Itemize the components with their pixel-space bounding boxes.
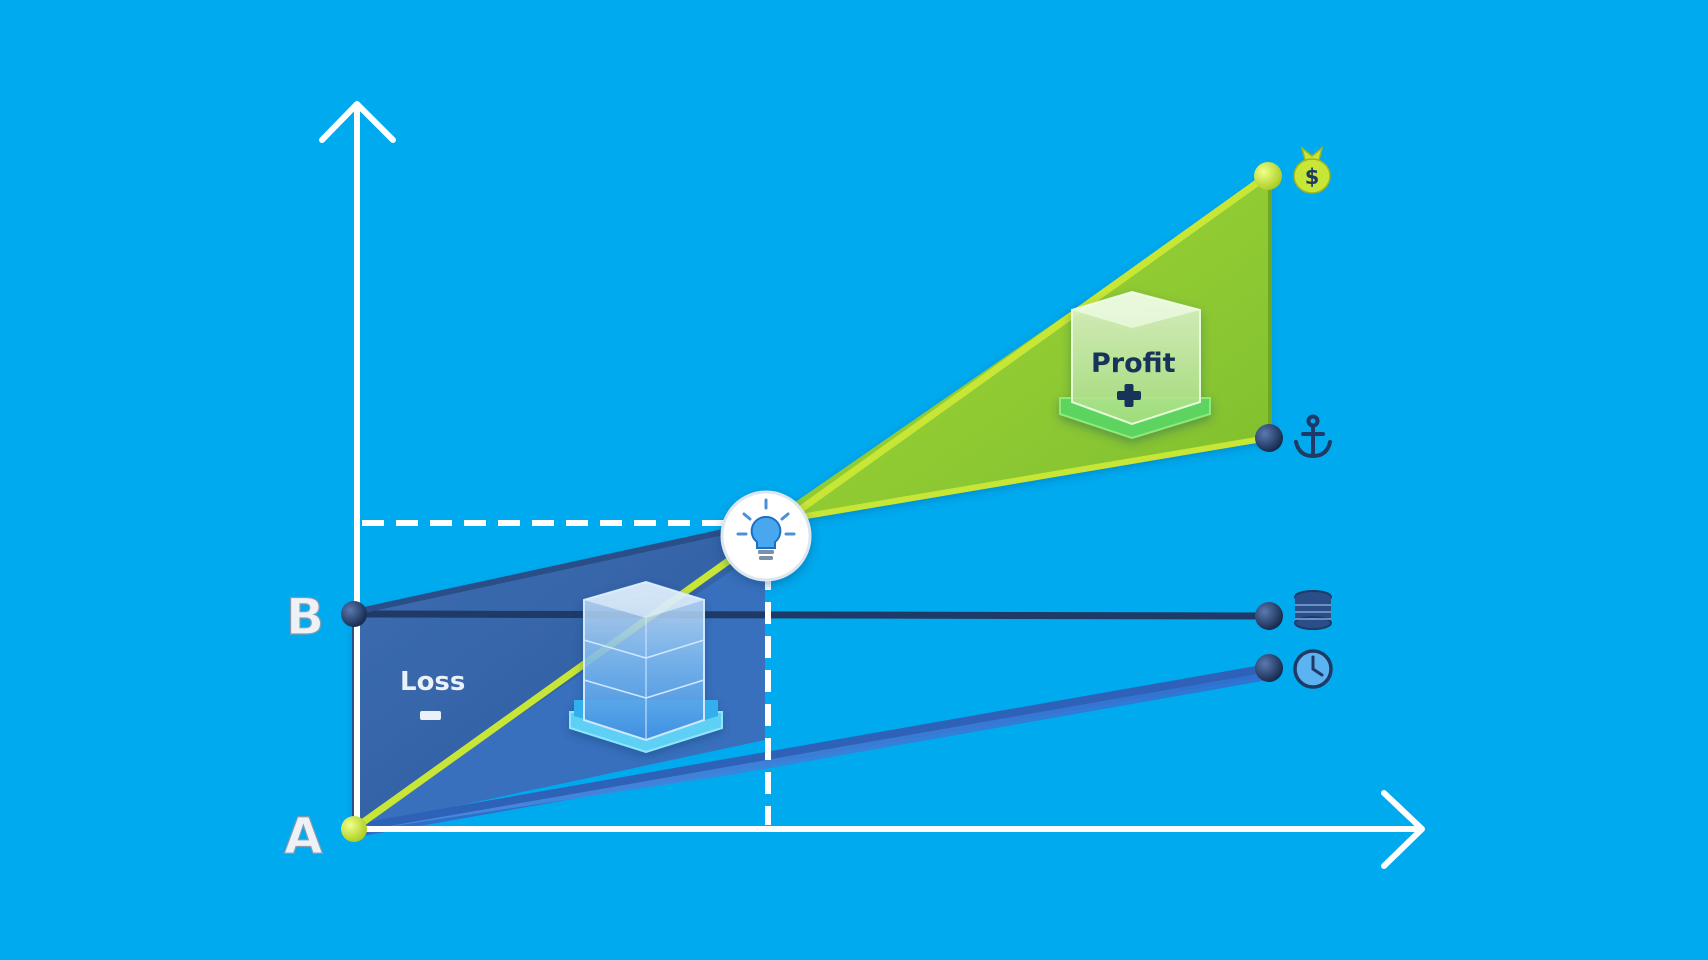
- label-b: B: [286, 588, 324, 646]
- total-cost-line-upper: [762, 435, 1271, 526]
- plus-icon: [1117, 384, 1141, 407]
- fixed-cost-line: [351, 610, 1272, 620]
- profit-label: Profit: [1091, 348, 1176, 379]
- revenue-line: [351, 171, 1272, 832]
- node-fixed-cost-end: [1255, 602, 1283, 630]
- variable-cost-line: [351, 664, 1272, 832]
- loss-cube: [569, 580, 723, 754]
- x-axis-arrow: [1381, 790, 1425, 869]
- minus-icon: [420, 711, 441, 720]
- lightbulb-icon: [720, 490, 812, 582]
- node-revenue-end: [1254, 162, 1282, 190]
- total-cost-line-lower: [352, 520, 768, 615]
- clock-icon: [1293, 649, 1333, 689]
- money-bag-icon: $: [1293, 146, 1331, 194]
- node-variable-cost-end: [1255, 654, 1283, 682]
- svg-text:$: $: [1305, 165, 1320, 189]
- node-total-cost-end: [1255, 424, 1283, 452]
- node-fixed-start: [341, 601, 367, 627]
- label-a: A: [284, 807, 323, 865]
- anchor-icon: [1294, 414, 1332, 459]
- loss-label: Loss: [400, 667, 465, 697]
- profit-area-edge: [1268, 175, 1272, 440]
- profit-cube: [1059, 290, 1211, 440]
- y-axis-arrow: [319, 101, 396, 143]
- coin-stack-icon: [1294, 590, 1332, 630]
- node-origin: [341, 816, 367, 842]
